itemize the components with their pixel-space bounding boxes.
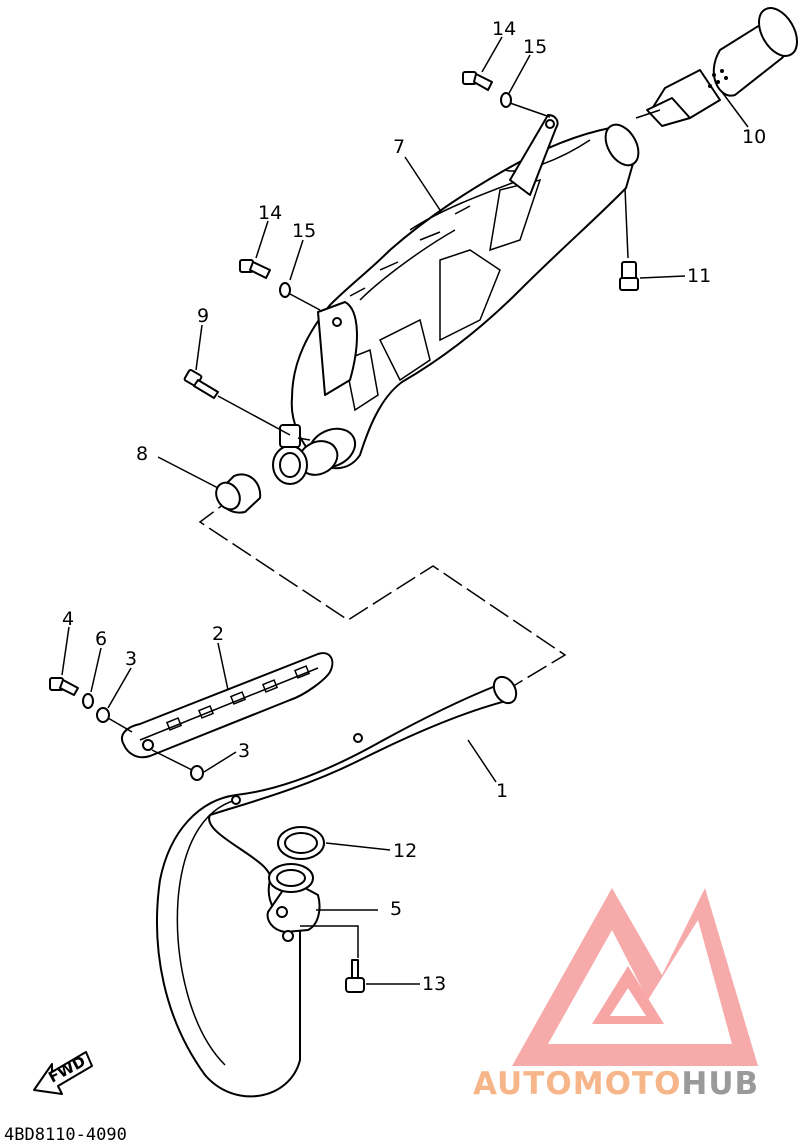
washer-15-lower	[279, 282, 291, 298]
callout-1: 1	[496, 780, 508, 802]
leader-lines	[61, 36, 749, 985]
bolt-14-lower	[239, 259, 271, 279]
callout-5: 5	[390, 898, 402, 920]
watermark-logo	[512, 888, 758, 1066]
gasket-12	[277, 826, 325, 860]
callout-11: 11	[687, 265, 711, 287]
watermark-auto: AUTO	[473, 1066, 573, 1102]
callout-2: 2	[212, 623, 224, 645]
watermark-text: AUTOMOTOHUB	[473, 1066, 759, 1102]
plug-11	[619, 261, 639, 291]
tail-pipe-spark-arrestor	[646, 7, 798, 127]
assembly-dash-line	[198, 494, 567, 689]
callout-7: 7	[393, 136, 405, 158]
part-code: 4BD8110-4090	[4, 1125, 127, 1144]
callout-15-lower: 15	[292, 220, 316, 242]
washer-6	[82, 693, 94, 709]
muffler	[272, 114, 640, 485]
collar-3-lower	[190, 765, 204, 781]
heat-protector	[121, 652, 334, 759]
callout-13: 13	[422, 973, 446, 995]
fwd-arrow: FWD	[33, 1051, 93, 1095]
callout-3-upper: 3	[125, 648, 137, 670]
exhaust-pipe	[156, 675, 518, 1098]
callout-4: 4	[62, 608, 74, 630]
callout-labels: 14 15 10 7 14 15 11 9 8 4 2 6 3 3 1 12 5…	[62, 18, 766, 995]
stud-13	[345, 959, 365, 993]
callout-12: 12	[393, 840, 417, 862]
watermark-hub: HUB	[681, 1066, 759, 1102]
watermark-moto: MOTO	[573, 1066, 682, 1102]
callout-15-upper: 15	[523, 36, 547, 58]
callout-6: 6	[95, 628, 107, 650]
bolt-4	[49, 677, 79, 696]
collar-3-upper	[96, 707, 110, 723]
bolt-9	[183, 369, 219, 399]
callout-14-upper: 14	[492, 18, 516, 40]
callout-14-lower: 14	[258, 202, 282, 224]
callout-3-lower: 3	[238, 740, 250, 762]
callout-9: 9	[197, 305, 209, 327]
callout-10: 10	[742, 126, 766, 148]
flange-5	[266, 863, 321, 942]
bolt-14-upper	[462, 71, 493, 91]
gasket-8	[215, 473, 262, 514]
callout-8: 8	[136, 443, 148, 465]
washer-15-upper	[500, 92, 512, 108]
